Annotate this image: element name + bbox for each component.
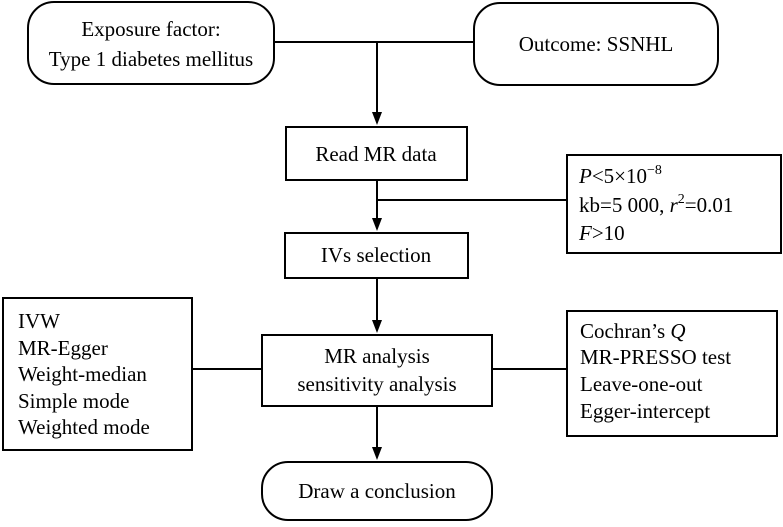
criteria-node: P<5×10−8 kb=5 000, r2=0.01 F>10 <box>566 154 782 254</box>
analysis-line2: sensitivity analysis <box>297 372 456 396</box>
arrow-to-read <box>372 112 382 125</box>
arrow-to-conclusion <box>372 447 382 460</box>
methods-right-item-0: MR-PRESSO test <box>580 345 731 369</box>
methods-left-item-4: Weighted mode <box>18 415 150 439</box>
criteria-f-stat: F>10 <box>578 221 625 245</box>
criteria-p-exp: −8 <box>647 163 662 178</box>
arrow-to-ivs <box>372 218 382 231</box>
analysis-node: MR analysis sensitivity analysis <box>261 334 493 407</box>
exposure-line1: Exposure factor: <box>81 17 220 41</box>
exposure-line2: Type 1 diabetes mellitus <box>49 47 253 71</box>
methods-right-item-2: Egger-intercept <box>580 399 710 423</box>
outcome-node: Outcome: SSNHL <box>473 2 719 86</box>
read-box <box>285 126 468 181</box>
criteria-box <box>566 154 782 254</box>
read-label: Read MR data <box>315 142 437 166</box>
cochran-var: Q <box>670 319 685 343</box>
ivs-box <box>284 232 469 279</box>
criteria-f-rest: >10 <box>592 221 625 245</box>
criteria-kb-r2: kb=5 000, r2=0.01 <box>579 192 733 217</box>
connectors <box>192 41 567 460</box>
outcome-box <box>473 2 719 86</box>
criteria-kb: kb=5 000, <box>579 193 670 217</box>
methods-right-cochran: Cochran’s Q <box>580 319 686 343</box>
methods-left-item-3: Simple mode <box>18 389 129 413</box>
read-node: Read MR data <box>285 126 468 181</box>
conclusion-box <box>261 461 493 521</box>
criteria-f-var: F <box>578 221 592 245</box>
methods-left-node: IVW MR-Egger Weight-median Simple mode W… <box>2 297 193 451</box>
methods-left-box <box>2 297 193 451</box>
cochran-text: Cochran’s <box>580 319 670 343</box>
criteria-p-threshold: P<5×10−8 <box>578 163 662 188</box>
conclusion-node: Draw a conclusion <box>261 461 493 521</box>
criteria-p-var: P <box>578 164 592 188</box>
arrow-to-analysis <box>372 320 382 333</box>
methods-right-node: Cochran’s Q MR-PRESSO test Leave-one-out… <box>566 310 778 437</box>
conclusion-label: Draw a conclusion <box>298 479 456 503</box>
exposure-node: Exposure factor: Type 1 diabetes mellitu… <box>27 1 275 85</box>
criteria-r-var: r <box>670 193 679 217</box>
criteria-r-val: =0.01 <box>685 193 734 217</box>
ivs-label: IVs selection <box>321 243 432 267</box>
outcome-label: Outcome: SSNHL <box>519 32 674 56</box>
methods-left-item-1: MR-Egger <box>18 336 108 360</box>
methods-right-item-1: Leave-one-out <box>580 372 703 396</box>
analysis-box <box>261 334 493 407</box>
criteria-r-exp: 2 <box>678 192 685 207</box>
ivs-node: IVs selection <box>284 232 469 279</box>
criteria-p-rest: <5×10 <box>592 164 647 188</box>
methods-left-item-2: Weight-median <box>18 362 147 386</box>
methods-left-item-0: IVW <box>18 309 60 333</box>
methods-right-box <box>566 310 778 437</box>
exposure-box <box>27 1 275 85</box>
analysis-line1: MR analysis <box>324 344 430 368</box>
